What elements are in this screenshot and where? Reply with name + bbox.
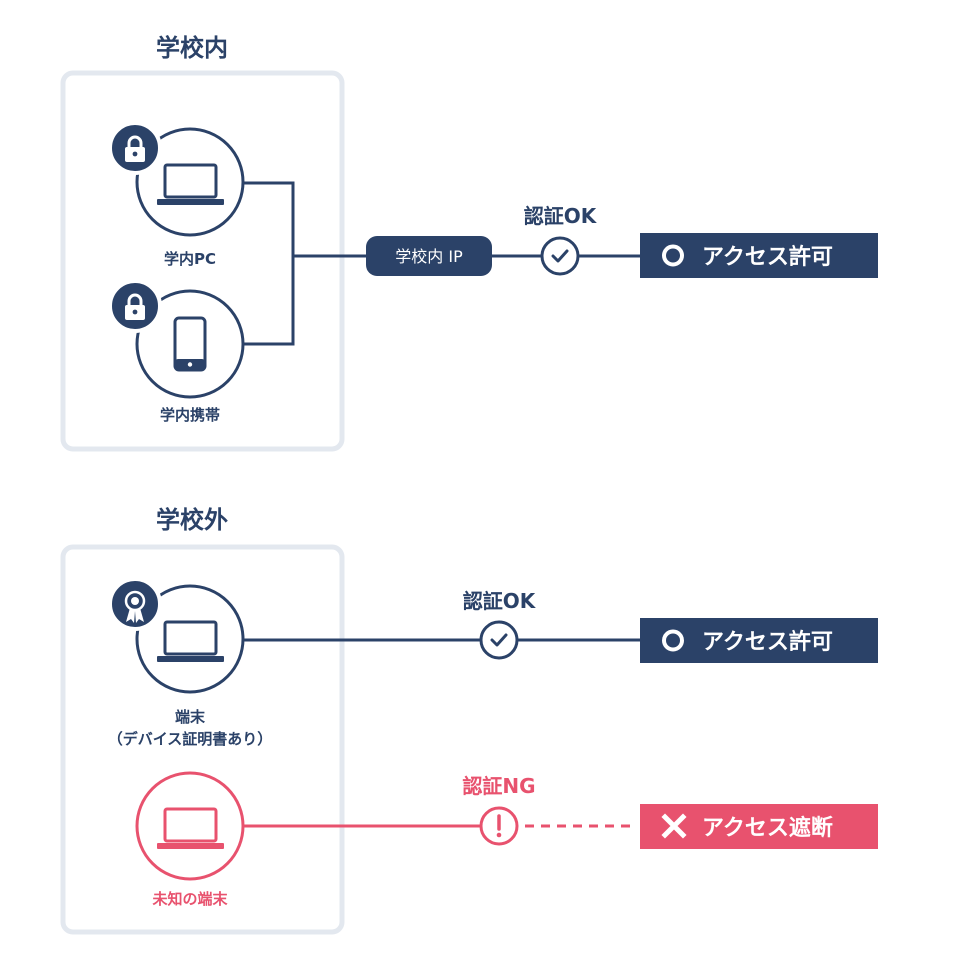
laptop-icon: [157, 163, 224, 205]
offcampus-auth-ng-label: 認証NG: [462, 774, 535, 798]
lock-icon: [108, 279, 162, 333]
campus-mobile-device: [108, 279, 245, 399]
offcampus-unknown-device: [135, 771, 245, 881]
campus-title: 学校内: [156, 34, 228, 62]
offcampus-unknown-device-label: 未知の端末: [151, 890, 228, 908]
offcampus-access-allowed-label: アクセス許可: [702, 629, 833, 655]
offcampus-access-blocked-badge: アクセス遮断: [640, 804, 878, 849]
laptop-icon: [157, 620, 224, 662]
offcampus-auth-ok-label: 認証OK: [463, 589, 537, 613]
campus-access-allowed-label: アクセス許可: [702, 244, 833, 270]
smartphone-icon: [173, 316, 207, 372]
campus-connector-bracket: [243, 181, 295, 346]
check-icon: [540, 236, 580, 276]
circle-icon: [662, 244, 684, 267]
offcampus-panel: [60, 544, 345, 935]
circle-icon: [662, 629, 684, 652]
lock-icon: [108, 121, 162, 175]
campus-ip-pill: 学校内 IP: [366, 236, 492, 276]
campus-mobile-label: 学内携帯: [160, 406, 220, 424]
campus-auth-label: 認証OK: [524, 204, 598, 228]
campus-ip-label: 学校内 IP: [395, 247, 463, 266]
certificate-badge-icon: [108, 577, 162, 631]
offcampus-title: 学校外: [156, 506, 228, 534]
campus-pc-label: 学内PC: [164, 250, 216, 268]
offcampus-access-allowed-badge: アクセス許可: [640, 618, 878, 663]
offcampus-access-blocked-label: アクセス遮断: [702, 815, 833, 841]
exclamation-icon: [479, 806, 519, 846]
offcampus-cert-device-label-line2: （デバイス証明書あり）: [108, 730, 273, 748]
offcampus-cert-device: [108, 577, 245, 694]
cross-icon: [661, 813, 687, 839]
offcampus-cert-device-label-line1: 端末: [175, 708, 206, 726]
laptop-icon: [157, 807, 224, 849]
check-icon: [479, 620, 519, 660]
campus-access-allowed-badge: アクセス許可: [640, 233, 878, 278]
